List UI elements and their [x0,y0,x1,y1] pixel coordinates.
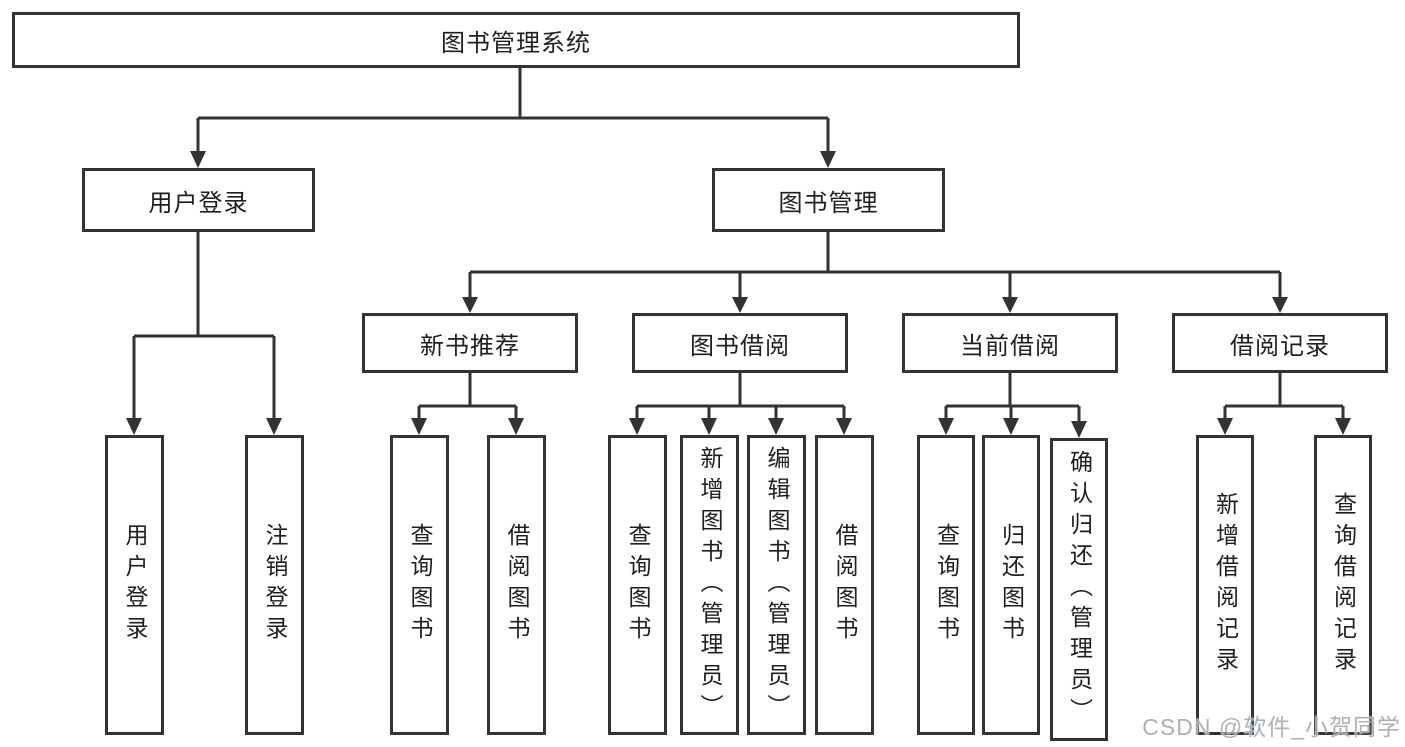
leaf-add-borrow-record: 新增借阅记录 [1196,435,1254,735]
leaf-borrow-books-recommend: 借阅图书 [487,435,546,735]
leaf-user-login: 用户登录 [105,435,164,735]
leaf-query-books-borrowing: 查询图书 [608,435,667,735]
leaf-return-book: 归还图书 [982,435,1040,735]
node-book-management: 图书管理 [712,168,945,232]
leaf-add-book-admin: 新增图书（管理员） [680,435,739,735]
node-library-management-system: 图书管理系统 [12,12,1020,68]
leaf-query-borrow-record: 查询借阅记录 [1314,435,1372,735]
node-book-borrowing: 图书借阅 [632,313,848,373]
leaf-borrow-books-borrowing: 借阅图书 [815,435,874,735]
node-current-borrowing: 当前借阅 [902,313,1118,373]
watermark-csdn: CSDN @软件_小贺同学 [1142,714,1401,740]
leaf-edit-book-admin: 编辑图书（管理员） [747,435,806,735]
node-borrowing-records: 借阅记录 [1172,313,1388,373]
leaf-confirm-return-admin: 确认归还（管理员） [1050,438,1108,741]
node-new-book-recommend: 新书推荐 [362,313,578,373]
leaf-query-books-current: 查询图书 [917,435,975,735]
node-user-login: 用户登录 [82,168,315,232]
leaf-logout: 注销登录 [245,435,304,735]
leaf-query-books-recommend: 查询图书 [390,435,449,735]
